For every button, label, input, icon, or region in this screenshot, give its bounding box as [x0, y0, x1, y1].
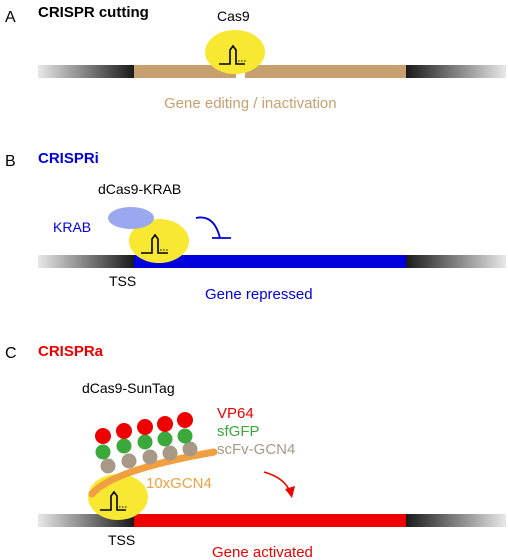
- dna-fade-right: [406, 255, 506, 268]
- cas9-label: Cas9: [217, 8, 250, 24]
- dna-strand-c: [38, 514, 506, 527]
- legend-vp64: VP64: [217, 405, 254, 422]
- dcas9-suntag-label: dCas9-SunTag: [82, 380, 175, 396]
- krab-domain: [108, 207, 154, 229]
- sfgfp: [177, 428, 193, 444]
- scfv-gcn4: [121, 453, 137, 469]
- activator-stacks: [95, 412, 198, 474]
- panel-c: C CRISPRa dCas9-SunTag 10xGCN4: [5, 343, 506, 560]
- panel-b-caption: Gene repressed: [205, 286, 313, 303]
- panel-a-title: CRISPR cutting: [38, 4, 149, 21]
- legend-scfv-gcn4: scFv-GCN4: [217, 441, 295, 458]
- gene-repressed-segment: [134, 255, 406, 268]
- panel-c-letter: C: [5, 345, 17, 362]
- panel-b-title: CRISPRi: [38, 150, 99, 167]
- dcas9-krab-label: dCas9-KRAB: [98, 181, 181, 197]
- legend-sfgfp: sfGFP: [217, 423, 260, 440]
- suntag-scaffold: [88, 448, 218, 498]
- vp64: [157, 416, 173, 432]
- dcas9-protein: [88, 474, 148, 520]
- sfgfp: [157, 431, 173, 447]
- scfv-gcn4: [100, 458, 116, 474]
- cas9-protein: [205, 30, 265, 74]
- dna-fade-right: [406, 514, 506, 527]
- gene-segment-right: [245, 65, 406, 78]
- scfv-gcn4: [182, 441, 198, 457]
- dna-fade-right: [406, 65, 506, 78]
- sfgfp: [95, 444, 111, 460]
- sfgfp: [137, 434, 153, 450]
- vp64: [177, 412, 193, 428]
- krab-label: KRAB: [53, 219, 91, 235]
- panel-b: B CRISPRi dCas9-KRAB KRAB TSS Gene repre…: [5, 150, 506, 303]
- panel-a-letter: A: [5, 9, 16, 26]
- activation-arrowhead: [285, 486, 295, 498]
- dna-fade-left: [38, 255, 134, 268]
- panel-a: A CRISPR cutting Cas9 Gene editing / ina…: [5, 4, 506, 112]
- gcn4-label: 10xGCN4: [146, 475, 212, 492]
- panel-a-caption: Gene editing / inactivation: [164, 95, 337, 112]
- gene-segment-left: [134, 65, 236, 78]
- panel-c-title: CRISPRa: [38, 343, 104, 360]
- vp64: [116, 423, 132, 439]
- dcas9-protein: [129, 219, 189, 263]
- guide-rna-icon: [219, 44, 245, 65]
- panel-c-caption: Gene activated: [212, 544, 313, 560]
- vp64: [95, 428, 111, 444]
- tss-label-c: TSS: [108, 532, 135, 548]
- repression-arrow-icon: [195, 216, 221, 239]
- dna-fade-left: [38, 65, 134, 78]
- guide-rna-icon: [100, 490, 126, 511]
- gene-activated-segment: [134, 514, 406, 527]
- tss-label-b: TSS: [109, 273, 136, 289]
- panel-b-letter: B: [5, 153, 16, 170]
- guide-rna-icon: [141, 233, 168, 254]
- dna-strand-b: [38, 255, 506, 268]
- vp64: [137, 419, 153, 435]
- scfv-gcn4: [162, 445, 178, 461]
- sfgfp: [116, 438, 132, 454]
- scfv-gcn4: [142, 449, 158, 465]
- dna-strand-a: [38, 65, 506, 78]
